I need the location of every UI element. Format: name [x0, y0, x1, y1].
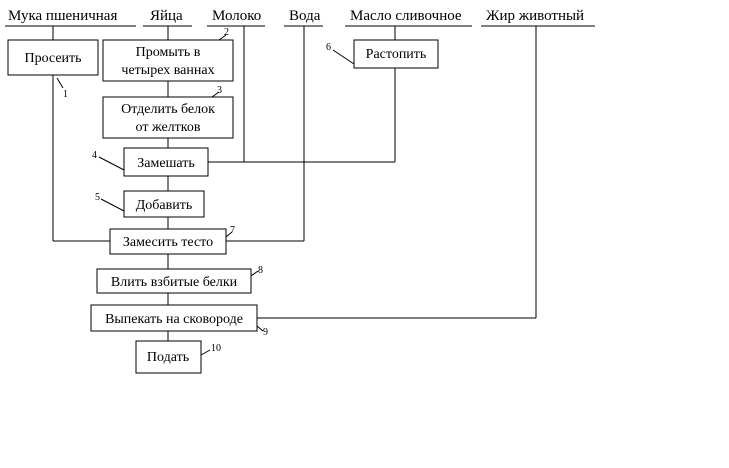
- ingredient-flour: Мука пшеничная: [8, 8, 117, 24]
- step-serve-box: [135, 340, 202, 374]
- leader-5: [100, 198, 125, 212]
- step-sift-label: Просеить: [24, 51, 81, 66]
- leader-4: [98, 156, 125, 171]
- leader-1: [56, 77, 64, 89]
- step-add-box: [123, 190, 205, 218]
- step-bake-label: Выпекать на сковороде: [105, 312, 243, 327]
- step-separate-label-line1: Отделить белок: [121, 102, 215, 117]
- step-number-5: 5: [95, 192, 100, 203]
- step-add-label: Добавить: [136, 198, 193, 213]
- step-knead-box: [109, 228, 227, 255]
- ingredient-eggs: Яйца: [150, 8, 183, 24]
- leader-9: [256, 325, 264, 332]
- step-sift-box: [7, 39, 99, 76]
- step-number-7: 7: [230, 225, 235, 236]
- step-wash-box: [102, 39, 234, 82]
- ingredient-milk: Молоко: [212, 8, 261, 24]
- leader-6: [332, 49, 355, 65]
- step-melt-box: [353, 39, 439, 69]
- leader-8: [250, 270, 259, 277]
- leader-7: [225, 231, 233, 238]
- step-pour-label: Влить взбитые белки: [111, 275, 238, 290]
- ingredient-fat: Жир животный: [486, 8, 584, 24]
- step-number-2: 2: [224, 27, 229, 38]
- step-number-1: 1: [63, 89, 68, 100]
- step-mix-box: [123, 147, 209, 177]
- step-number-6: 6: [326, 42, 331, 53]
- step-wash-label-line1: Промыть в: [136, 45, 201, 60]
- step-number-10: 10: [211, 343, 221, 354]
- step-number-9: 9: [263, 327, 268, 338]
- leader-10: [200, 349, 211, 356]
- ingredient-water: Вода: [289, 8, 321, 24]
- step-pour-box: [96, 268, 252, 294]
- step-separate-label-line2: от желтков: [136, 120, 201, 135]
- step-serve-label: Подать: [147, 350, 189, 365]
- step-melt-label: Растопить: [366, 47, 427, 62]
- step-wash-label-line2: четырех ваннах: [121, 63, 214, 78]
- step-mix-label: Замешать: [137, 156, 194, 171]
- step-bake-box: [90, 304, 258, 332]
- leader-2: [218, 34, 227, 41]
- step-number-4: 4: [92, 150, 97, 161]
- step-separate-box: [102, 96, 234, 139]
- step-number-8: 8: [258, 265, 263, 276]
- step-number-3: 3: [217, 85, 222, 96]
- leader-3: [211, 91, 220, 98]
- step-knead-label: Замесить тесто: [123, 235, 213, 250]
- ingredient-butter: Масло сливочное: [350, 8, 462, 24]
